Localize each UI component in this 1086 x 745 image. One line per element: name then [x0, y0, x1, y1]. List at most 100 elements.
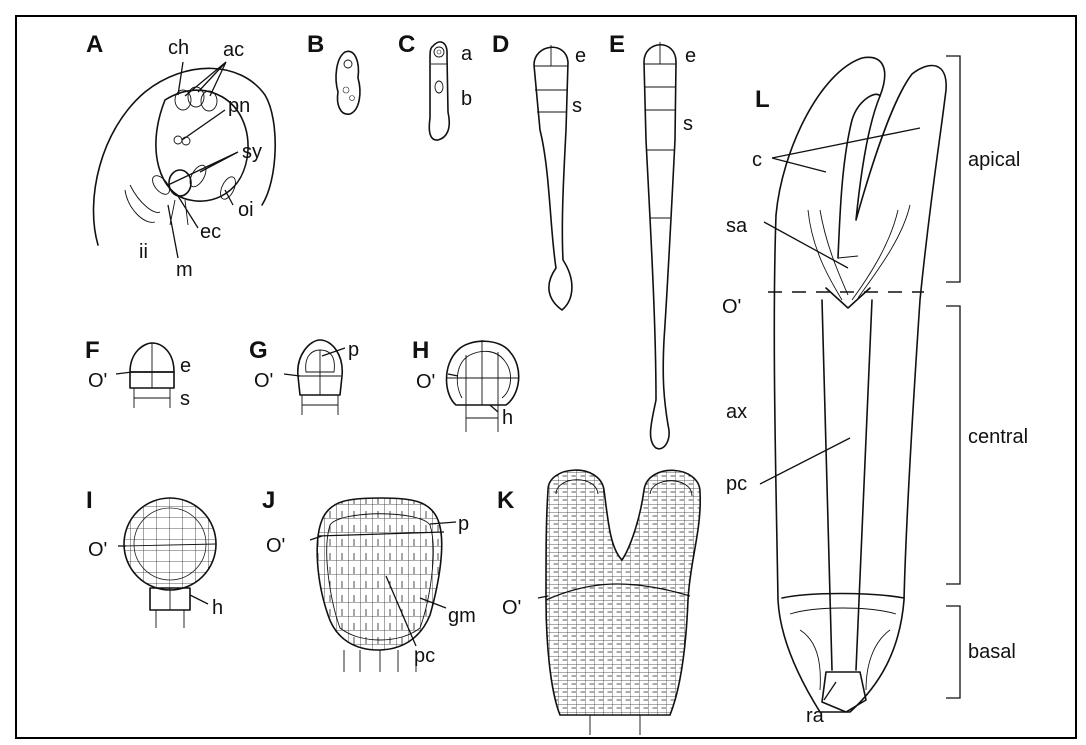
label-gm: gm: [448, 605, 476, 627]
inner-integument: [130, 185, 160, 213]
label-m: m: [176, 259, 193, 281]
panel-i: I O' h: [86, 487, 223, 628]
label-sa: sa: [726, 215, 748, 237]
suspensor: [590, 715, 640, 735]
label-s: s: [180, 388, 190, 410]
vacuole: [343, 87, 349, 93]
label-h: h: [212, 597, 223, 619]
label-central: central: [968, 426, 1028, 448]
label-oi: oi: [238, 199, 254, 221]
leader-h: [490, 405, 498, 412]
vascular-strands: [808, 210, 848, 300]
early-globular-embryo: [447, 341, 519, 405]
bracket-basal: [946, 606, 960, 698]
leader-oi: [225, 190, 233, 205]
leader-p: [322, 348, 345, 356]
apical-cell-nucleolus: [437, 50, 441, 54]
suspensor: [156, 588, 184, 628]
panel-letter-k: K: [497, 487, 515, 514]
zygote-nucleus: [344, 60, 352, 68]
bracket-central: [946, 306, 960, 584]
label-p: p: [458, 513, 469, 535]
panel-letter-g: G: [249, 337, 268, 364]
cotyledon-inner-edge: [838, 94, 880, 258]
procambium: [822, 300, 872, 670]
label-o: O': [722, 296, 741, 318]
panel-a: A ch ac pn sy oi ec ii m: [86, 31, 275, 281]
panel-letter-j: J: [262, 487, 275, 514]
panel-letter-i: I: [86, 487, 93, 514]
micropyle: [170, 200, 188, 225]
panel-l: L c sa O' ax pc ra apical central basal: [722, 56, 1028, 727]
label-o: O': [266, 535, 285, 557]
label-o: O': [416, 371, 435, 393]
panel-j: J O' p gm pc: [262, 487, 476, 672]
label-c: c: [752, 149, 762, 171]
leader-sa: [764, 222, 848, 268]
leader-o: [448, 374, 458, 376]
label-ax: ax: [726, 401, 747, 423]
suspensor: [134, 388, 170, 408]
label-e: e: [575, 45, 586, 67]
label-apical: apical: [968, 149, 1020, 171]
label-a: a: [461, 43, 473, 65]
label-pc: pc: [726, 473, 747, 495]
label-s: s: [572, 95, 582, 117]
root-cap-boundary: [782, 594, 904, 599]
panel-k: K O': [497, 470, 700, 735]
protoderm: [457, 351, 510, 398]
label-b: b: [461, 88, 472, 110]
leader-ra: [824, 682, 836, 700]
label-o: O': [88, 370, 107, 392]
label-basal: basal: [968, 641, 1016, 663]
leader-m: [168, 205, 178, 258]
bracket-apical: [946, 56, 960, 282]
panel-h: H O' h: [412, 337, 519, 432]
basal-cell-nucleus: [435, 81, 443, 93]
label-ii: ii: [139, 241, 148, 263]
vacuole: [350, 96, 355, 101]
panel-letter-c: C: [398, 31, 415, 58]
panel-c: C a b: [398, 31, 473, 140]
label-o: O': [88, 539, 107, 561]
leader-h: [190, 595, 208, 604]
panel-letter-f: F: [85, 337, 100, 364]
panel-f: F O' e s: [85, 337, 191, 410]
panel-letter-a: A: [86, 31, 103, 58]
zygote-outline: [336, 51, 360, 114]
label-e: e: [685, 45, 696, 67]
inner-integument: [125, 190, 155, 222]
suspensor: [462, 405, 502, 432]
label-ac: ac: [223, 39, 244, 61]
panel-letter-b: B: [307, 31, 324, 58]
label-s: s: [683, 113, 693, 135]
panel-b: B: [307, 31, 360, 114]
vascular-strands: [852, 205, 910, 300]
proembryo-d-outline: [534, 47, 572, 310]
label-ch: ch: [168, 37, 189, 59]
label-e: e: [180, 355, 191, 377]
label-ra: ra: [806, 705, 825, 727]
label-pn: pn: [228, 95, 250, 117]
label-h: h: [502, 407, 513, 429]
label-o: O': [254, 370, 273, 392]
polar-nucleus: [174, 136, 182, 144]
apical-cell-nucleus: [434, 47, 444, 57]
mature-embryo-outline: [774, 57, 946, 712]
polar-nucleus: [182, 137, 190, 145]
panel-e: E e s: [609, 31, 696, 449]
label-ec: ec: [200, 221, 221, 243]
suspensor: [302, 395, 338, 415]
leader-pn: [182, 110, 225, 140]
cotyledon-tip: [838, 256, 858, 258]
label-sy: sy: [242, 141, 262, 163]
label-p: p: [348, 339, 359, 361]
panel-letter-l: L: [755, 86, 770, 113]
panel-g: G O' p: [249, 337, 359, 415]
leader-pc: [760, 438, 850, 484]
panel-letter-h: H: [412, 337, 429, 364]
panel-letter-e: E: [609, 31, 625, 58]
suspensor: [344, 650, 416, 672]
panel-letter-d: D: [492, 31, 509, 58]
